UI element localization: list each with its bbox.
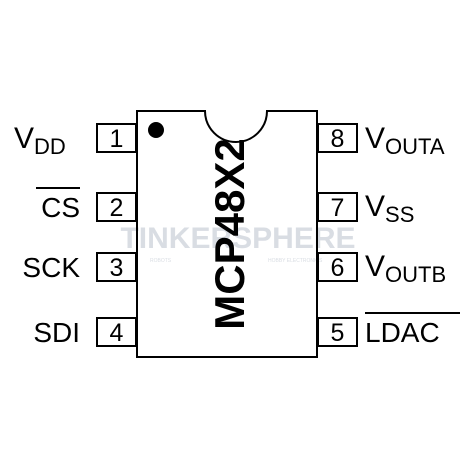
pin-label-vdd-main: V — [14, 122, 34, 155]
pin-box-2 — [96, 192, 137, 222]
pin-number-8: 8 — [331, 125, 345, 153]
pin-box-1 — [96, 123, 137, 153]
pin-number-5: 5 — [331, 319, 345, 347]
pin-box-3 — [96, 252, 137, 282]
pin-number-1: 1 — [110, 125, 124, 153]
pin-number-2: 2 — [110, 194, 124, 222]
pin-label-cs: CS — [41, 192, 80, 223]
pin-label-vss: VSS — [365, 190, 414, 227]
pin-box-7 — [317, 192, 358, 222]
pin-label-vss-main: V — [365, 190, 385, 223]
pin-label-vdd-sub: DD — [34, 134, 66, 159]
watermark-right-tag: HOBBY ELECTRONICS — [268, 258, 323, 264]
pin-number-3: 3 — [110, 254, 124, 282]
pin-label-voutb-main: V — [365, 250, 385, 283]
pin-label-voutb: VOUTB — [365, 250, 446, 287]
pin-label-vouta-sub: OUTA — [385, 134, 445, 159]
pin-box-4 — [96, 317, 137, 347]
left-pin-boxes — [96, 123, 137, 347]
pin-box-5 — [317, 317, 358, 347]
pin-label-vouta-main: V — [365, 122, 385, 155]
pin-label-ldac: LDAC — [365, 317, 440, 348]
pin-label-voutb-sub: OUTB — [385, 262, 446, 287]
pin1-indicator-dot — [148, 122, 164, 138]
pin-label-vouta: VOUTA — [365, 122, 445, 159]
pin-label-vss-sub: SS — [385, 202, 414, 227]
chip-part-number: MCP48X2 — [206, 138, 253, 329]
chip-body — [136, 110, 318, 358]
pin-label-sdi: SDI — [33, 317, 80, 348]
pin-number-7: 7 — [331, 194, 345, 222]
pin-box-8 — [317, 123, 358, 153]
right-pin-boxes — [317, 123, 358, 347]
pin-label-sck: SCK — [22, 252, 80, 283]
pin-box-6 — [317, 252, 358, 282]
pin-number-6: 6 — [331, 254, 345, 282]
watermark-left-tag: ROBOTS — [150, 258, 172, 264]
pin-number-4: 4 — [110, 319, 124, 347]
pin-label-vdd: VDD — [14, 122, 66, 159]
